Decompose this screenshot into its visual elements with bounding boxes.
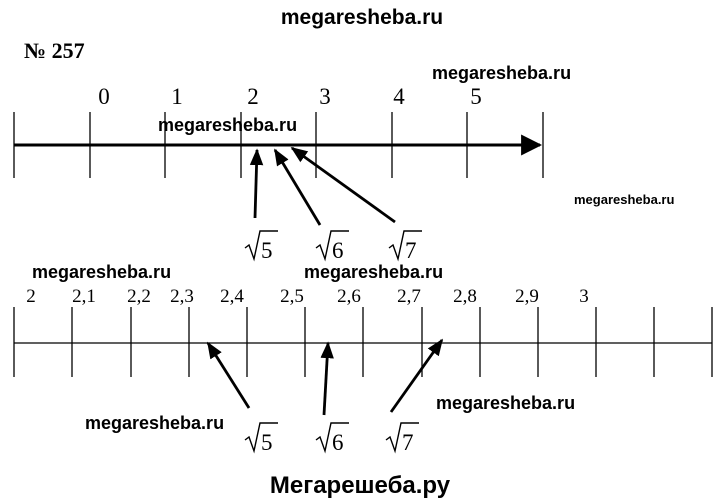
root-arrow-sqrt6 <box>273 148 322 226</box>
footer-watermark: Мегарешеба.ру <box>270 472 451 499</box>
svg-text:5: 5 <box>261 238 273 263</box>
svg-text:5: 5 <box>261 430 273 455</box>
watermark: megaresheba.ru <box>432 63 571 83</box>
root-arrow-sqrt6 <box>320 341 334 416</box>
tick-label: 3 <box>579 286 589 307</box>
root-arrow-sqrt7 <box>389 338 444 413</box>
tick-label: 2,1 <box>72 286 96 307</box>
tick-label: 2,9 <box>515 286 539 307</box>
watermark: megaresheba.ru <box>436 393 575 413</box>
tick-label: 5 <box>470 84 482 109</box>
tick-label: 2,3 <box>170 286 194 307</box>
tick-label: 2,8 <box>453 286 477 307</box>
tick-label: 2 <box>26 286 36 307</box>
tick-label: 2,7 <box>397 286 421 307</box>
tick-label: 2 <box>247 84 259 109</box>
number-line-integers: 0 1 2 3 4 5 5 6 7 <box>13 84 544 263</box>
tick-label: 2,5 <box>280 286 304 307</box>
tick-label: 3 <box>319 84 331 109</box>
watermark: megaresheba.ru <box>158 115 297 135</box>
root-label-sqrt5: 5 <box>244 230 278 263</box>
root-arrow-sqrt7 <box>290 146 396 224</box>
svg-text:7: 7 <box>402 430 414 455</box>
watermark: megaresheba.ru <box>574 192 674 207</box>
watermark: megaresheba.ru <box>85 413 224 433</box>
svg-text:6: 6 <box>332 430 344 455</box>
root-label-sqrt5: 5 <box>244 422 278 455</box>
root-label-sqrt7: 7 <box>388 230 422 263</box>
tick-label: 1 <box>171 84 183 109</box>
tick-label: 2,6 <box>337 286 361 307</box>
tick-label: 4 <box>393 84 405 109</box>
root-arrow-sqrt5 <box>249 148 264 219</box>
root-label-sqrt6: 6 <box>315 422 349 455</box>
svg-text:7: 7 <box>405 238 417 263</box>
root-label-sqrt6: 6 <box>315 230 349 263</box>
svg-text:6: 6 <box>332 238 344 263</box>
header-watermark: megaresheba.ru <box>281 6 443 29</box>
watermark: megaresheba.ru <box>304 262 443 282</box>
root-arrow-sqrt5 <box>206 341 251 409</box>
tick-label: 2,4 <box>220 286 244 307</box>
tick-label: 2,2 <box>127 286 151 307</box>
number-line-decimals: 2 2,1 2,2 2,3 2,4 2,5 2,6 2,7 2,8 2,9 3 … <box>13 286 713 455</box>
watermark: megaresheba.ru <box>32 262 171 282</box>
tick-label: 0 <box>98 84 110 109</box>
root-label-sqrt7: 7 <box>385 422 419 455</box>
problem-number: № 257 <box>24 38 85 63</box>
